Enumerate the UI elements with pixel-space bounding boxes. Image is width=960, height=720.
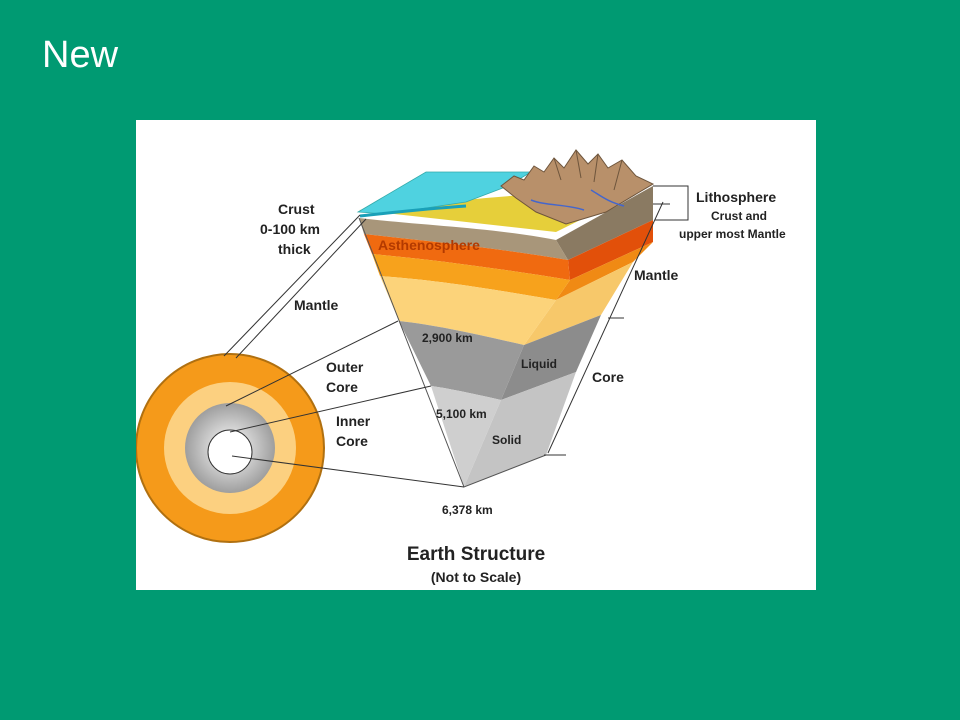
core-right-label: Core [592,369,624,385]
wedge-side-face [464,186,653,487]
asthenosphere-label: Asthenosphere [378,237,480,253]
depth-2900-label: 2,900 km [422,331,473,345]
leader-lines [223,185,689,488]
lower-mantle-layer [380,276,556,345]
depth-6378-label: 6,378 km [442,503,493,517]
crust-label-3: thick [278,241,311,257]
earth-cross-section [136,353,325,543]
inner-core-layer [431,386,501,487]
diagram-labels: Crust 0-100 km thick Mantle Outer Core I… [260,189,786,585]
earth-structure-figure: Crust 0-100 km thick Mantle Outer Core I… [136,120,816,590]
upper-mantle-layer [372,254,570,300]
lithosphere-desc-2: upper most Mantle [679,227,786,241]
crust-label-1: Crust [278,201,315,217]
depth-5100-label: 5,100 km [436,407,487,421]
liquid-label: Liquid [521,357,557,371]
mantle-left-label: Mantle [294,297,339,313]
outer-core-label-1: Outer [326,359,364,375]
mantle-right-label: Mantle [634,267,679,283]
diagram-title: Earth Structure [407,544,545,565]
lithosphere-label: Lithosphere [696,189,776,205]
wedge-top-surface [356,149,655,232]
inner-core-label-2: Core [336,433,368,449]
crust-label-2: 0-100 km [260,221,320,237]
lithosphere-desc-1: Crust and [711,209,767,223]
slide-title: New [42,34,119,76]
earth-structure-diagram: Crust 0-100 km thick Mantle Outer Core I… [136,149,786,585]
crust-layer [359,218,568,260]
outer-core-layer [399,321,524,400]
asthenosphere-layer [364,234,570,280]
inner-core-label-1: Inner [336,413,371,429]
outer-core-label-2: Core [326,379,358,395]
solid-label: Solid [492,433,521,447]
diagram-subtitle: (Not to Scale) [431,569,521,585]
